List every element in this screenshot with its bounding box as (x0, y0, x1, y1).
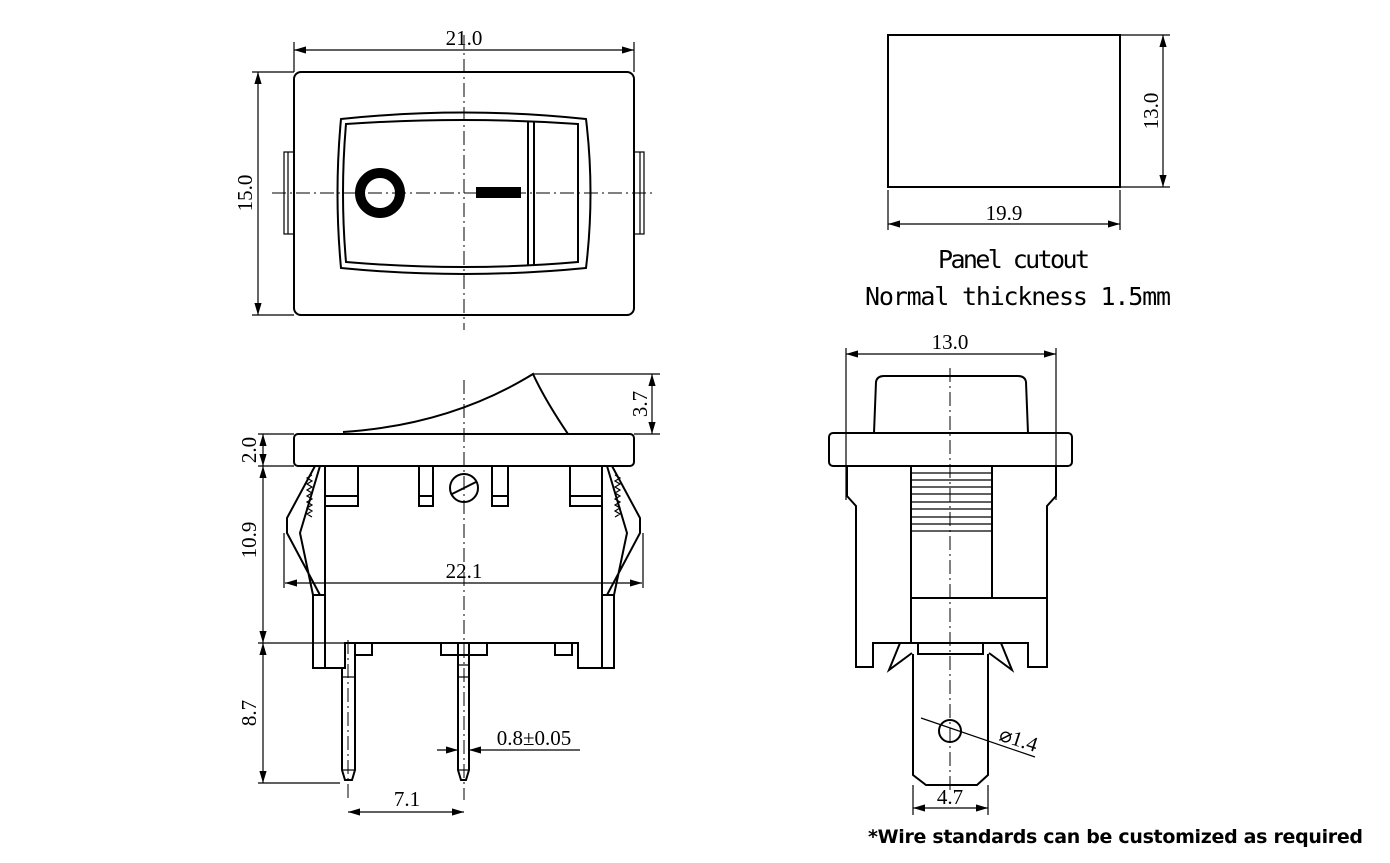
dim-span: 22.1 (446, 559, 483, 583)
side-view: 3.7 2.0 10.9 8.7 22.1 0.8±0.05 7.1 (237, 372, 660, 816)
dim-height: 15.0 (233, 175, 257, 212)
cutout-thickness-note: Normal thickness 1.5mm (865, 282, 1171, 311)
dim-pin-width: 0.8±0.05 (497, 726, 572, 750)
dim-hole: ⌀1.4 (996, 722, 1041, 757)
front-view: ⌀1.4 13.0 4.7 (828, 330, 1073, 815)
cutout-title: Panel cutout (938, 245, 1090, 274)
dim-front-width: 13.0 (932, 330, 969, 354)
dim-cutout-height: 13.0 (1139, 93, 1163, 130)
top-view: 21.0 15.0 (233, 26, 656, 330)
dim-width: 21.0 (446, 26, 483, 50)
footer-note: *Wire standards can be customized as req… (868, 826, 1363, 848)
dim-terminal-width: 4.7 (937, 785, 963, 809)
dim-pin-length: 8.7 (237, 700, 261, 726)
dim-body: 10.9 (237, 522, 261, 559)
dim-cutout-width: 19.9 (986, 201, 1023, 225)
panel-cutout: 13.0 19.9 Panel cutout Normal thickness … (865, 34, 1171, 311)
dim-flange: 2.0 (237, 437, 261, 463)
dim-pin-pitch: 7.1 (394, 787, 420, 811)
dim-rocker-height: 3.7 (628, 391, 652, 417)
